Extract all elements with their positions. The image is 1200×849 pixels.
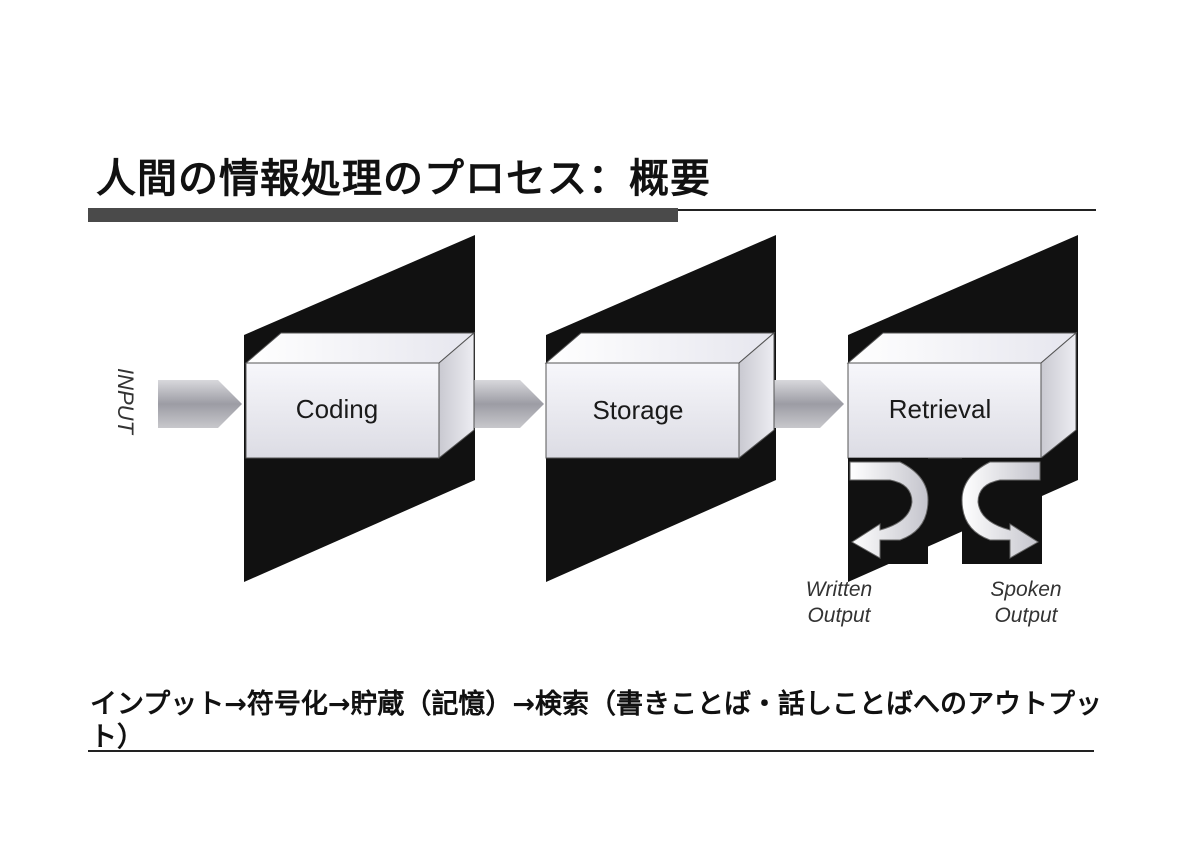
input-label: INPUT [113, 368, 138, 436]
written-output-label-line1: Written [806, 578, 873, 601]
stage-label-storage: Storage [592, 395, 683, 425]
arrow-coding-to-storage [458, 380, 544, 428]
spoken-output-label-line2: Output [994, 604, 1058, 627]
written-output-label-line2: Output [807, 604, 871, 627]
written-output-arrow [849, 461, 929, 559]
stage-box-storage: Storage [544, 331, 776, 460]
input-arrow [158, 380, 242, 428]
stage-label-coding: Coding [296, 394, 378, 424]
stage-box-retrieval: Retrieval [846, 331, 1078, 460]
slide-title: 人間の情報処理のプロセス：概要 [96, 156, 711, 202]
arrow-storage-to-retrieval [762, 380, 844, 428]
spoken-output-label-line1: Spoken [990, 578, 1061, 601]
title-underline-bar [88, 208, 678, 222]
caption-underline-rule [88, 750, 1094, 752]
stage-box-coding: Coding [244, 331, 476, 460]
stage-label-retrieval: Retrieval [889, 394, 992, 424]
spoken-output-arrow [961, 461, 1041, 559]
slide-caption: インプット→符号化→貯蔵（記憶）→検索（書きことば・話しことばへのアウトプット） [90, 689, 1103, 753]
title-underline-rule [678, 209, 1096, 211]
